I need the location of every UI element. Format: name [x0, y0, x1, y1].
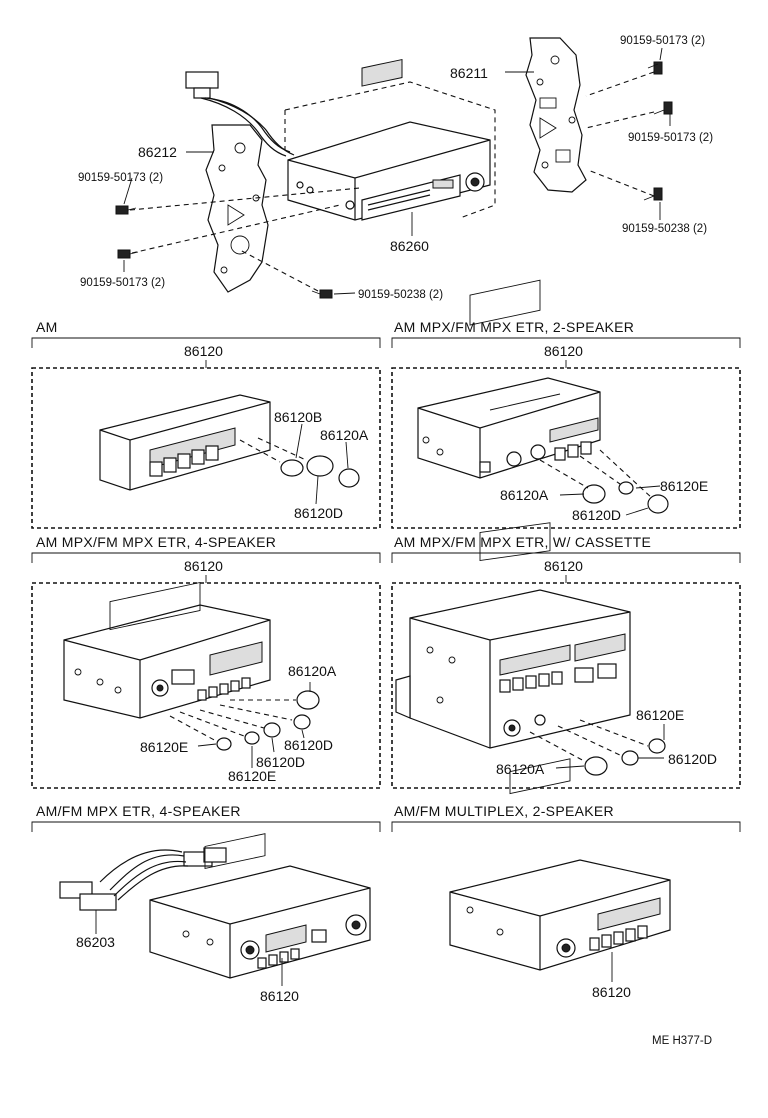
callout: 86120D: [284, 737, 333, 753]
section-title: AM MPX/FM MPX ETR, W/ CASSETTE: [394, 534, 651, 550]
callout: 86120A: [500, 487, 549, 503]
wire-connector: [185, 71, 295, 157]
section-part: 86120: [260, 988, 299, 1004]
bracket-86211: [525, 37, 587, 193]
section-part: 86120: [544, 343, 583, 359]
section-title: AM: [36, 319, 58, 335]
bracket-86212: [205, 124, 269, 293]
label-86212: 86212: [138, 144, 177, 160]
section-part: 86120: [592, 984, 631, 1000]
section-title: AM/FM MULTIPLEX, 2-SPEAKER: [394, 803, 614, 819]
section-part: 86120: [184, 558, 223, 574]
label-screw-right-bottom: 90159-50238 (2): [622, 223, 707, 235]
callout: 86120E: [660, 478, 708, 494]
section-amfm-multiplex: AM/FM MULTIPLEX, 2-SPEAKER 86120: [391, 758, 741, 1000]
label-86260: 86260: [390, 238, 429, 254]
section-part: 86120: [184, 343, 223, 359]
top-assembly: [115, 37, 673, 299]
section-title: AM MPX/FM MPX ETR, 4-SPEAKER: [36, 534, 276, 550]
label-86211: 86211: [450, 65, 488, 81]
label-screw-right-top: 90159-50173 (2): [620, 35, 705, 47]
callout: 86120A: [320, 427, 369, 443]
section-4speaker: AM MPX/FM MPX ETR, 4-SPEAKER 86120: [31, 534, 381, 789]
section-am: AM 86120 86120B 86120A 86120D: [31, 319, 381, 529]
callout: 86120D: [668, 751, 717, 767]
section-part: 86120: [544, 558, 583, 574]
callout: 86120D: [256, 754, 305, 770]
callout: 86120D: [572, 507, 621, 523]
callout: 86120E: [228, 768, 276, 784]
section-2speaker: AM MPX/FM MPX ETR, 2-SPEAKER 86120 86120…: [391, 279, 741, 529]
label-screw-bottom: 90159-50238 (2): [358, 289, 443, 301]
section-amfm-4speaker: AM/FM MPX ETR, 4-SPEAKER 86203: [31, 803, 381, 1004]
radio-unit-86260: [287, 58, 491, 221]
label-screw-left-top: 90159-50173 (2): [78, 172, 163, 184]
screw-group: [115, 61, 673, 299]
label-screw-left-bottom: 90159-50173 (2): [80, 277, 165, 289]
diagram-code: ME H377-D: [652, 1035, 712, 1047]
callout: 86120D: [294, 505, 343, 521]
callout: 86120A: [288, 663, 337, 679]
section-title: AM/FM MPX ETR, 4-SPEAKER: [36, 803, 241, 819]
callout: 86120B: [274, 409, 322, 425]
callout: 86120E: [636, 707, 684, 723]
callout: 86120E: [140, 739, 188, 755]
section-cassette: AM MPX/FM MPX ETR, W/ CASSETTE 86120: [391, 522, 741, 789]
callout: 86203: [76, 934, 115, 950]
section-title: AM MPX/FM MPX ETR, 2-SPEAKER: [394, 319, 634, 335]
label-screw-right-mid: 90159-50173 (2): [628, 132, 713, 144]
